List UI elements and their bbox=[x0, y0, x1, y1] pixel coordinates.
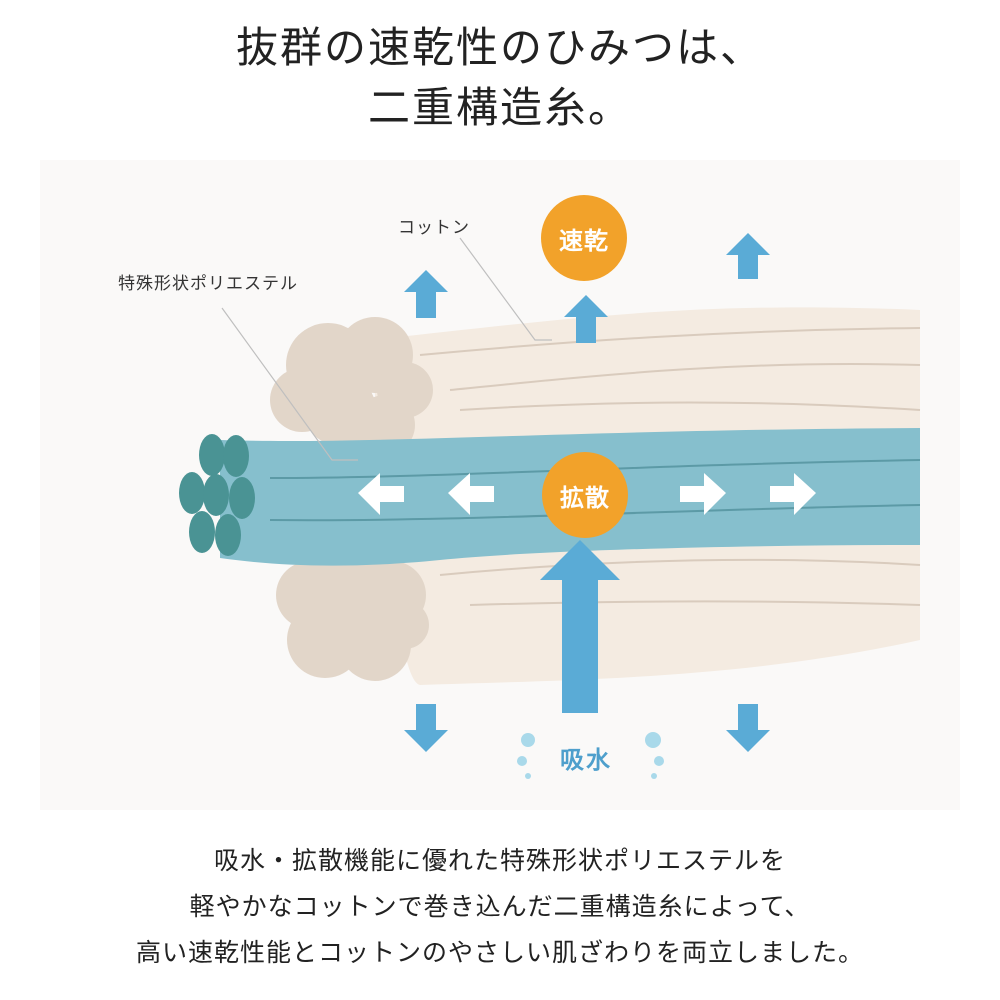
polyester-fiber-ends bbox=[179, 434, 255, 556]
description-line-1: 吸水・拡散機能に優れた特殊形状ポリエステルを bbox=[213, 846, 786, 875]
description-line-2: 軽やかなコットンで巻き込んだ二重構造糸によって、 bbox=[189, 892, 811, 921]
down-arrow-icon bbox=[404, 704, 448, 752]
absorb-arrow-icon bbox=[540, 540, 620, 713]
diagram-panel: 特殊形状ポリエステル コットン 速乾 拡散 吸水 bbox=[40, 160, 960, 810]
down-arrow-icon bbox=[726, 704, 770, 752]
title-line-1: 抜群の速乾性のひみつは、 bbox=[235, 23, 764, 72]
page-title: 抜群の速乾性のひみつは、 二重構造糸。 bbox=[0, 18, 1000, 138]
diffusion-badge: 拡散 bbox=[542, 452, 628, 538]
up-arrow-icon bbox=[404, 270, 448, 318]
quick-dry-badge: 速乾 bbox=[541, 195, 627, 281]
description-line-3: 高い速乾性能とコットンのやさしい肌ざわりを両立しました。 bbox=[135, 938, 864, 967]
up-arrow-icon bbox=[564, 295, 608, 343]
polyester-label: 特殊形状ポリエステル bbox=[118, 274, 298, 294]
up-arrow-icon bbox=[726, 233, 770, 279]
right-arrow-icon bbox=[680, 473, 726, 515]
absorb-label: 吸水 bbox=[560, 746, 612, 774]
description-text: 吸水・拡散機能に優れた特殊形状ポリエステルを 軽やかなコットンで巻き込んだ二重構… bbox=[0, 838, 1000, 976]
right-arrow-icon bbox=[770, 473, 816, 515]
cotton-label: コットン bbox=[398, 218, 470, 238]
cotton-leader-line bbox=[459, 237, 552, 341]
cotton-fibers bbox=[419, 327, 921, 606]
polyester-leader-line bbox=[221, 307, 358, 461]
cotton-puff-top bbox=[270, 317, 433, 455]
yarn-structure-diagram bbox=[179, 233, 921, 779]
left-arrow-icon bbox=[448, 473, 494, 515]
left-arrow-icon bbox=[358, 473, 404, 515]
water-drop-icon bbox=[517, 732, 664, 779]
title-line-2: 二重構造糸。 bbox=[367, 83, 632, 132]
